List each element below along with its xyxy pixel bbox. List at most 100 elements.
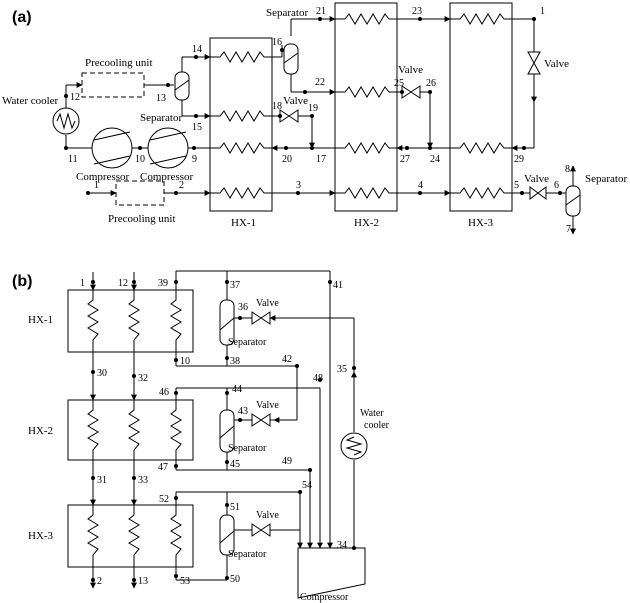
node-27: 27 — [400, 154, 410, 165]
nodes-b — [91, 280, 356, 582]
water-cooler-icon-a — [52, 107, 80, 135]
precooling-unit-bottom — [115, 180, 165, 206]
node-b-44: 44 — [232, 384, 242, 395]
valve-2-icon-b — [251, 413, 271, 427]
node-b-41: 41 — [333, 280, 343, 291]
valve-18-icon-a — [279, 109, 299, 123]
separator-1-label-b: Separator — [228, 337, 267, 348]
node-b-51: 51 — [230, 502, 240, 513]
node-b-38: 38 — [230, 356, 240, 367]
node-21: 21 — [316, 6, 326, 17]
node-b-53: 53 — [180, 576, 190, 587]
valve-2-label-b: Valve — [256, 400, 279, 411]
node-b-37: 37 — [230, 280, 240, 291]
piping-b — [90, 270, 357, 589]
node-b-43: 43 — [238, 406, 248, 417]
node-11: 11 — [68, 154, 78, 165]
node-b-31: 31 — [97, 475, 107, 486]
hx3-label-a: HX-3 — [468, 217, 494, 229]
node-4: 4 — [418, 180, 423, 191]
node-23: 23 — [412, 6, 422, 17]
valve-5-icon-a — [529, 186, 547, 200]
node-18: 18 — [272, 101, 282, 112]
separator-left-icon-a — [174, 71, 190, 101]
precooling-bottom-label: Precooling unit — [108, 213, 176, 225]
node-8: 8 — [565, 164, 570, 175]
node-24: 24 — [430, 154, 440, 165]
compressor-1-icon-a — [91, 127, 133, 169]
valve-right-icon-a — [527, 51, 541, 75]
node-26: 26 — [426, 78, 436, 89]
node-b-1: 1 — [80, 278, 85, 289]
separator-right-icon-a — [565, 185, 581, 217]
separator-2-icon-b — [219, 409, 235, 453]
separator-1-icon-b — [219, 299, 235, 346]
node-9: 9 — [192, 154, 197, 165]
separator-right-label-a: Separator — [585, 173, 627, 185]
node-b-10: 10 — [180, 356, 190, 367]
node-13: 13 — [156, 93, 166, 104]
separator-3-icon-b — [219, 514, 235, 556]
node-1-top: 1 — [540, 6, 545, 17]
compressor-2-label-a: Compressor — [140, 171, 194, 183]
hx1-box-a — [209, 37, 273, 212]
node-20: 20 — [282, 154, 292, 165]
hx3-box-b — [67, 504, 194, 568]
water-cooler-label-line-2: cooler — [364, 420, 390, 431]
hx1-label-a: HX-1 — [231, 217, 256, 229]
node-b-50: 50 — [230, 574, 240, 585]
nodes-a — [64, 17, 562, 195]
node-b-13: 13 — [138, 576, 148, 587]
node-b-39: 39 — [158, 278, 168, 289]
valve-right-label-a: Valve — [544, 58, 569, 70]
compressor-2-icon-a — [147, 127, 189, 169]
node-2: 2 — [179, 180, 184, 191]
node-b-36: 36 — [238, 302, 248, 313]
node-b-42: 42 — [282, 354, 292, 365]
node-6: 6 — [554, 180, 559, 191]
node-b-45: 45 — [230, 459, 240, 470]
node-10: 10 — [135, 154, 145, 165]
valve-18-label-a: Valve — [283, 95, 308, 107]
panel-a: (a) HX-1 HX-2 HX-3 — [2, 2, 627, 235]
node-1-bottom: 1 — [94, 180, 99, 191]
node-b-12: 12 — [118, 278, 128, 289]
node-15: 15 — [192, 122, 202, 133]
water-cooler-label-a: Water cooler — [2, 95, 59, 107]
node-b-2: 2 — [97, 576, 102, 587]
valve-1-icon-b — [251, 311, 271, 325]
panel-b-tag: (b) — [12, 273, 32, 290]
node-b-47: 47 — [158, 462, 168, 473]
separator-3-label-b: Separator — [228, 549, 267, 560]
node-22: 22 — [315, 77, 325, 88]
hx3-box-a — [449, 2, 513, 212]
hx1-box-b — [67, 289, 194, 353]
node-3: 3 — [296, 180, 301, 191]
panel-a-tag: (a) — [12, 9, 32, 26]
node-14: 14 — [192, 44, 202, 55]
node-b-32: 32 — [138, 373, 148, 384]
compressor-label-b: Compressor — [300, 592, 349, 603]
node-labels-b: 1 12 39 37 41 36 10 38 42 30 32 35 48 46… — [80, 278, 347, 587]
valve-25-label-a: Valve — [398, 64, 423, 76]
valve-1-label-b: Valve — [256, 298, 279, 309]
node-b-49: 49 — [282, 456, 292, 467]
valve-25-icon-a — [401, 85, 421, 99]
node-16: 16 — [272, 37, 282, 48]
separator-2-label-b: Separator — [228, 443, 267, 454]
hx1-label-b: HX-1 — [28, 314, 53, 326]
node-12: 12 — [70, 92, 80, 103]
node-b-54: 54 — [302, 480, 312, 491]
separator-top-label-a: Separator — [266, 7, 308, 19]
coils-b — [87, 290, 182, 567]
hx2-box-b — [67, 399, 194, 461]
node-b-30: 30 — [97, 368, 107, 379]
node-b-34: 34 — [337, 540, 347, 551]
node-b-35: 35 — [337, 364, 347, 375]
precooling-top-label: Precooling unit — [85, 57, 153, 69]
node-b-46: 46 — [159, 387, 169, 398]
hx2-box-a — [334, 2, 398, 212]
node-b-33: 33 — [138, 475, 148, 486]
water-cooler-icon-b — [340, 432, 368, 460]
